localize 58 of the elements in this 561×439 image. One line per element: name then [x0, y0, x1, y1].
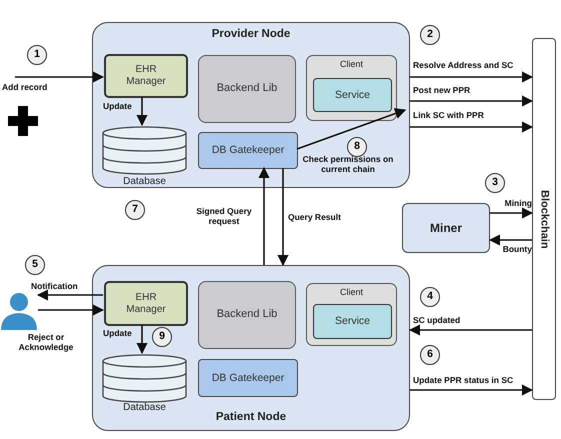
- arrow: [15, 71, 104, 83]
- arrow: [410, 384, 534, 396]
- node-container: [92, 22, 410, 188]
- arrow: [296, 108, 406, 150]
- arrow: [410, 95, 534, 107]
- node-title: Client: [338, 287, 364, 298]
- component-box: Backend Lib: [198, 281, 296, 349]
- node-label: Database: [122, 402, 167, 414]
- blockchain-bar: Blockchain: [532, 38, 556, 400]
- node-container: [92, 265, 410, 431]
- arrow: [488, 234, 532, 246]
- callout-number: 5: [25, 255, 45, 275]
- component-box: EHR Manager: [104, 54, 188, 98]
- arrow: [38, 304, 104, 316]
- node-title: Patient Node: [214, 411, 288, 425]
- node-label: Database: [122, 176, 167, 188]
- arrow: [490, 207, 534, 219]
- callout-number: 6: [420, 345, 440, 365]
- edge-label: Reject or Acknowledge: [18, 332, 74, 352]
- edge-label: SC updated: [413, 315, 462, 326]
- callout-number: 2: [420, 25, 440, 45]
- edge-label: Link SC with PPR: [413, 110, 485, 120]
- arrow: [277, 168, 289, 266]
- arrow: [408, 324, 532, 336]
- arrow: [410, 71, 534, 83]
- callout-number: 1: [27, 45, 47, 65]
- edge-label: Add record: [2, 82, 48, 92]
- callout-number: 7: [125, 200, 145, 220]
- arrow: [136, 97, 148, 126]
- edge-label: Notification: [31, 281, 79, 292]
- edge-label: Query Result: [288, 212, 342, 222]
- node-title: Provider Node: [210, 28, 292, 42]
- person-icon: [0, 290, 38, 330]
- callout-number: 3: [485, 173, 505, 193]
- client-container: [306, 55, 397, 121]
- component-box: DB Gatekeeper: [198, 132, 298, 169]
- node-title: Client: [338, 59, 364, 70]
- edge-label: Bounty: [502, 244, 532, 254]
- callout-number: 4: [420, 287, 440, 307]
- service-box: Service: [313, 78, 392, 112]
- edge-label: Update: [103, 328, 133, 338]
- edge-label: Signed Query request: [195, 206, 253, 226]
- component-box: DB Gatekeeper: [198, 359, 298, 397]
- edge-label: Resolve Address and SC: [413, 60, 514, 70]
- arrow: [136, 325, 148, 354]
- edge-label: Update: [103, 101, 133, 112]
- arrow: [258, 166, 270, 265]
- edge-label: Post new PPR: [413, 85, 472, 96]
- edge-label: Check permissions on current chain: [302, 154, 394, 174]
- service-box: Service: [313, 304, 392, 339]
- component-box: EHR Manager: [104, 281, 188, 326]
- client-container: [306, 283, 397, 346]
- edge-label: Mining: [504, 198, 532, 208]
- component-box: Backend Lib: [198, 55, 296, 123]
- arrow: [36, 289, 103, 301]
- arrow: [410, 121, 534, 133]
- edge-label: Update PPR status in SC: [413, 375, 514, 386]
- miner-box: Miner: [402, 203, 490, 253]
